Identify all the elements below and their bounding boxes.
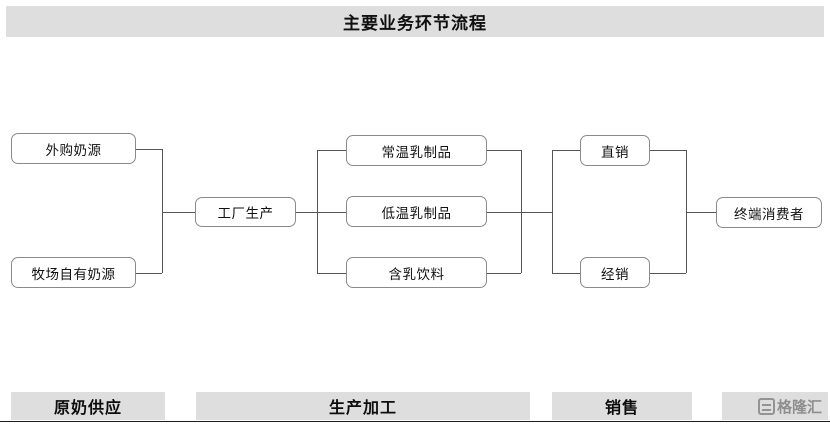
watermark: 格隆汇	[757, 396, 822, 417]
edge-trunk-to-direct	[552, 150, 580, 151]
edge-chilled-to-sales-trunk	[487, 212, 521, 213]
node-end-consumer[interactable]: 终端消费者	[716, 197, 822, 228]
edge-channel-trunk-vertical	[552, 150, 553, 273]
edge-trunk-to-distribution	[552, 273, 580, 274]
grandlink-logo-icon	[757, 397, 775, 415]
edge-farm-to-trunk	[136, 273, 162, 274]
watermark-text: 格隆汇	[776, 399, 822, 416]
edge-trunk-to-ambient	[317, 150, 346, 151]
stage-band-production-process: 生产加工	[196, 392, 530, 420]
edge-beverage-to-sales-trunk	[487, 273, 521, 274]
edge-left-trunk-vertical	[162, 149, 163, 273]
stage-band-sales: 销售	[552, 392, 692, 420]
edge-consumer-trunk-vertical	[686, 150, 687, 273]
node-label: 终端消费者	[734, 206, 804, 222]
node-ambient-dairy[interactable]: 常温乳制品	[346, 135, 487, 166]
node-label: 工厂生产	[217, 206, 274, 221]
node-label: 牧场自有奶源	[31, 266, 116, 282]
edge-sales-trunk-vertical	[521, 150, 522, 273]
stage-label: 销售	[604, 400, 639, 417]
node-factory-production[interactable]: 工厂生产	[195, 197, 296, 227]
chart-title-band: 主要业务环节流程	[6, 6, 824, 37]
node-direct-sales[interactable]: 直销	[580, 135, 650, 166]
node-purchased-milk-source[interactable]: 外购奶源	[11, 133, 136, 164]
node-label: 常温乳制品	[381, 144, 452, 160]
node-milk-beverage[interactable]: 含乳饮料	[346, 257, 487, 288]
edge-trunk-to-beverage	[317, 273, 346, 274]
edge-ambient-to-sales-trunk	[487, 150, 521, 151]
node-label: 低温乳制品	[381, 205, 452, 221]
edge-direct-to-consumer-trunk	[650, 150, 686, 151]
stage-band-watermark: 格隆汇	[722, 392, 828, 420]
stage-label: 生产加工	[328, 400, 397, 417]
edge-factory-to-product-trunk	[296, 212, 317, 213]
edge-purchased-to-trunk	[136, 149, 162, 150]
edge-trunk-to-chilled	[317, 212, 346, 213]
node-label: 经销	[601, 266, 629, 282]
stage-label: 原奶供应	[53, 400, 122, 417]
page-title: 主要业务环节流程	[343, 14, 487, 33]
edge-trunk-to-factory	[162, 212, 195, 213]
node-label: 直销	[601, 144, 629, 160]
node-label: 外购奶源	[45, 142, 102, 158]
edge-trunk-to-consumer	[686, 212, 716, 213]
edge-distribution-to-consumer-trunk	[650, 273, 686, 274]
node-distribution-sales[interactable]: 经销	[580, 257, 650, 288]
bottom-divider	[0, 421, 830, 422]
edge-sales-trunk-to-channel-trunk	[521, 212, 552, 213]
stage-band-raw-milk-supply: 原奶供应	[11, 392, 165, 420]
edge-product-trunk-vertical	[317, 150, 318, 273]
node-chilled-dairy[interactable]: 低温乳制品	[346, 196, 487, 227]
node-farm-owned-milk-source[interactable]: 牧场自有奶源	[11, 257, 136, 288]
node-label: 含乳饮料	[388, 266, 445, 282]
